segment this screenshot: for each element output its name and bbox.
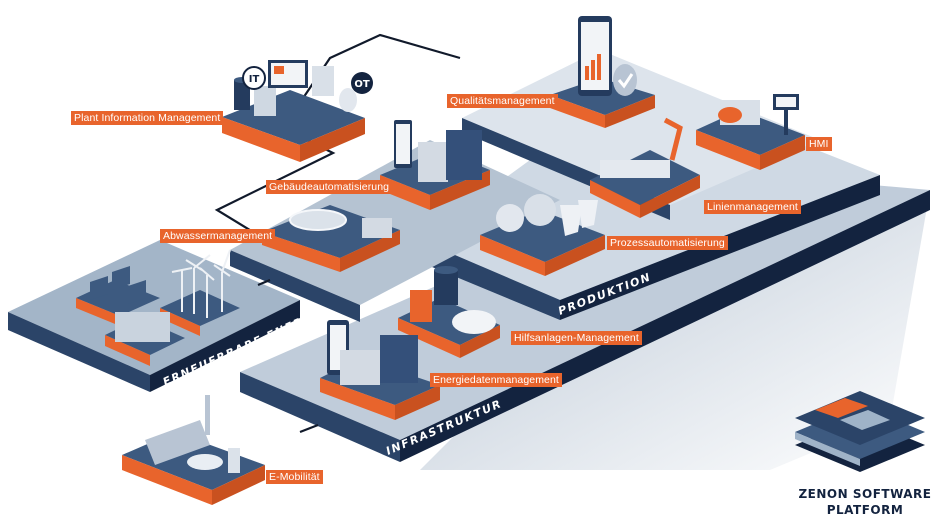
label-prozessautomatisierung[interactable]: Prozessautomatisierung	[607, 236, 728, 250]
label-abwassermanagement[interactable]: Abwassermanagement	[160, 229, 276, 243]
label-qualitaetsmanagement[interactable]: Qualitätsmanagement	[447, 94, 558, 108]
svg-text:IT: IT	[249, 74, 260, 85]
brand-line-1: ZENON SOFTWARE	[798, 487, 932, 501]
label-gebaeudeautomatisierung[interactable]: Gebäudeautomatisierung	[266, 180, 393, 194]
label-plant-information-management[interactable]: Plant Information Management	[71, 111, 224, 125]
label-energiedatenmanagement[interactable]: Energiedatenmanagement	[430, 373, 562, 387]
label-linienmanagement[interactable]: Linienmanagement	[704, 200, 801, 214]
label-hmi[interactable]: HMI	[806, 137, 832, 151]
svg-text:OT: OT	[354, 79, 370, 90]
it-badge: IT	[242, 66, 266, 90]
label-hilfsanlagen-management[interactable]: Hilfsanlagen-Management	[511, 331, 642, 345]
equipment	[90, 16, 925, 473]
zenon-brand-label: ZENON SOFTWARE PLATFORM	[790, 486, 940, 518]
ot-badge: OT	[351, 72, 373, 94]
brand-line-2: PLATFORM	[826, 503, 904, 517]
label-e-mobilitaet[interactable]: E-Mobilität	[266, 470, 323, 484]
